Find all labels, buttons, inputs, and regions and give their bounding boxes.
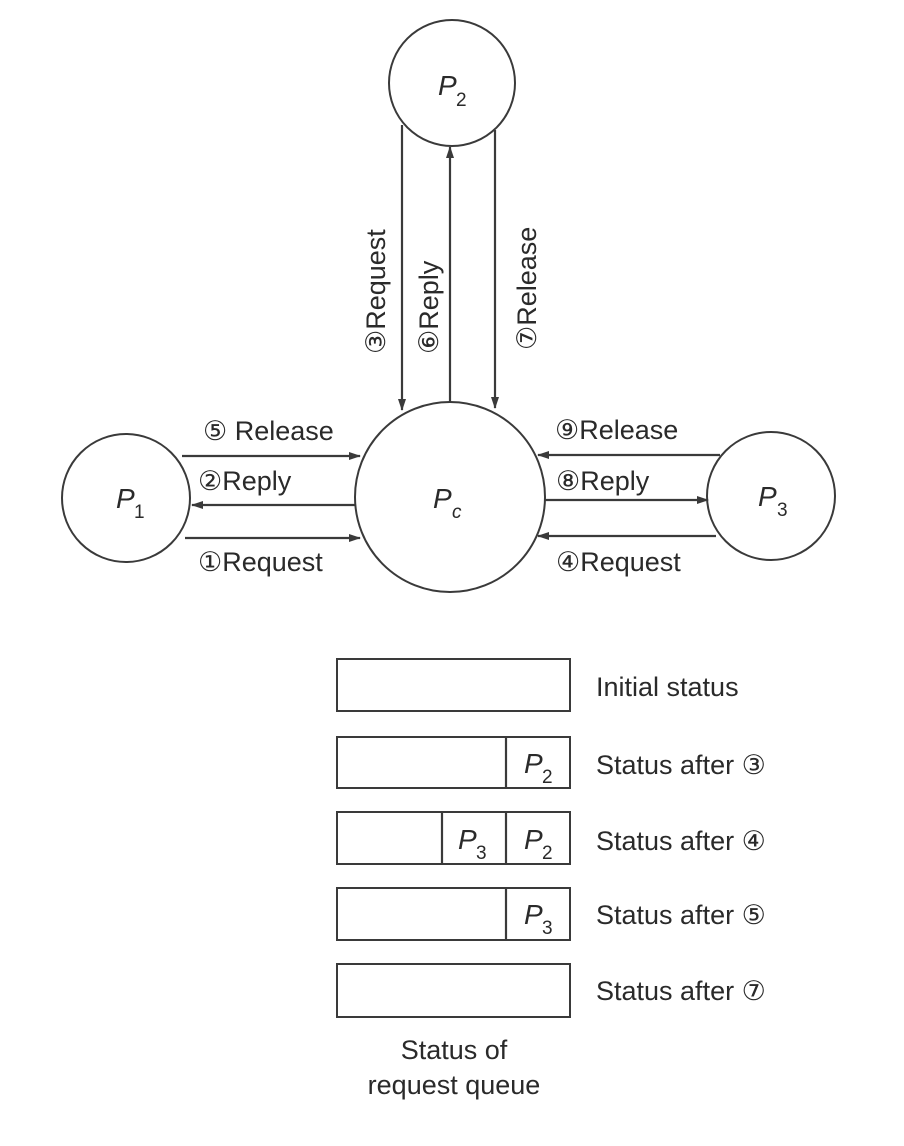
node-pc: P c (354, 401, 546, 593)
queue-caption-line2: request queue (368, 1070, 541, 1100)
queue-row-initial: Initial status (336, 658, 739, 712)
label-m8: ⑧Reply (556, 466, 650, 496)
label-m2: ②Reply (198, 466, 292, 496)
label-m9: ⑨Release (555, 415, 678, 445)
queue-row-label: Status after ④ (596, 826, 766, 856)
queue-row-label: Status after ③ (596, 750, 766, 780)
queue-entry-letter: P (524, 824, 543, 855)
label-m1: ①Request (198, 547, 323, 577)
queue-row-after-3: P 2 Status after ③ (336, 736, 766, 789)
node-p2-letter: P (438, 70, 457, 101)
queue-entry-letter: P (524, 748, 543, 779)
node-pc-letter: P (433, 483, 452, 514)
label-m6: ⑥Reply (414, 260, 444, 354)
node-p2-sub: 2 (456, 90, 467, 111)
queue-entry-sub: 3 (476, 843, 487, 864)
label-m4: ④Request (556, 547, 681, 577)
node-p3: P 3 (706, 431, 836, 561)
queue-entry-sub: 2 (542, 767, 553, 788)
node-p3-letter: P (758, 481, 777, 512)
queue-entry-letter: P (458, 824, 477, 855)
node-p2: P 2 (388, 19, 516, 147)
node-p1-letter: P (116, 483, 135, 514)
node-p1: P 1 (61, 433, 191, 563)
queue-row-after-4: P 3 P 2 Status after ④ (336, 811, 766, 865)
node-p1-sub: 1 (134, 502, 145, 523)
label-m3: ③Request (361, 229, 391, 354)
queue-row-label: Initial status (596, 672, 739, 702)
queue-row-after-5: P 3 Status after ⑤ (336, 887, 766, 941)
label-m7: ⑦Release (512, 227, 542, 350)
queue-entry-sub: 3 (542, 918, 553, 939)
label-m5: ⑤ Release (203, 416, 334, 446)
node-p3-sub: 3 (777, 500, 788, 521)
queue-entry-letter: P (524, 899, 543, 930)
queue-row-label: Status after ⑦ (596, 976, 766, 1006)
queue-entry-sub: 2 (542, 843, 553, 864)
queue-row-after-7: Status after ⑦ (336, 963, 766, 1018)
node-pc-sub: c (452, 502, 462, 523)
queue-row-label: Status after ⑤ (596, 900, 766, 930)
queue-caption-line1: Status of (401, 1035, 508, 1065)
